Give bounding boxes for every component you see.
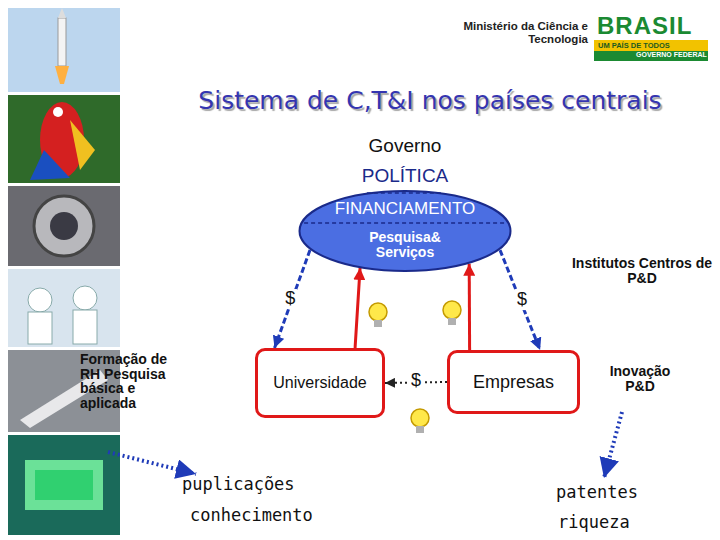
- actor-label: Institutos Centros de P&D: [568, 256, 716, 287]
- divider-dashed: [367, 192, 443, 194]
- node-line: POLÍTICA: [298, 165, 512, 187]
- logo-subtitle: GOVERNO FEDERAL: [636, 51, 707, 58]
- output-label: conhecimento: [190, 505, 313, 525]
- idea-bulb: [411, 409, 429, 433]
- node-line: Pesquisa& Serviços: [355, 230, 455, 261]
- node-label: Empresas: [473, 372, 554, 393]
- logo-slogan: UM PAÍS DE TODOS: [598, 41, 670, 50]
- output-label: patentes: [556, 482, 638, 502]
- edge-label: $: [515, 290, 529, 310]
- edge-label: $: [283, 289, 297, 309]
- university-box: Universidade: [255, 348, 385, 418]
- funding-arrow: [275, 250, 310, 348]
- knowledge-arrow: [355, 268, 360, 348]
- ministry-name: Ministério da Ciência e Tecnologia: [450, 20, 588, 46]
- government-ellipse: GovernoPOLÍTICA FINANCIAMENTO Pesquisa& Se…: [298, 135, 512, 272]
- node-line: FINANCIAMENTO: [298, 199, 512, 219]
- activity-note: Inovação P&D: [594, 364, 686, 395]
- edge-label: $: [409, 371, 423, 391]
- funding-arrow: [500, 250, 540, 350]
- slide-title: Sistema de C,T&I nos países centrais: [160, 86, 700, 115]
- output-arrow: [604, 412, 622, 478]
- idea-bulb: [369, 303, 387, 327]
- output-label: puplicações: [182, 474, 295, 494]
- idea-bulb: [443, 301, 461, 325]
- node-heading: Governo: [298, 135, 512, 157]
- activity-note: Formação de RH Pesquisa básica e aplicad…: [80, 352, 184, 411]
- logo-word: BRASIL: [597, 12, 692, 40]
- output-label: riqueza: [558, 512, 630, 532]
- logo-flag: [594, 12, 708, 62]
- node-label: Universidade: [273, 374, 366, 392]
- divider-dashed: [304, 222, 506, 224]
- knowledge-arrow: [468, 264, 471, 350]
- company-box: Empresas: [447, 350, 580, 414]
- photo-column: [8, 8, 120, 535]
- output-arrow: [108, 452, 196, 474]
